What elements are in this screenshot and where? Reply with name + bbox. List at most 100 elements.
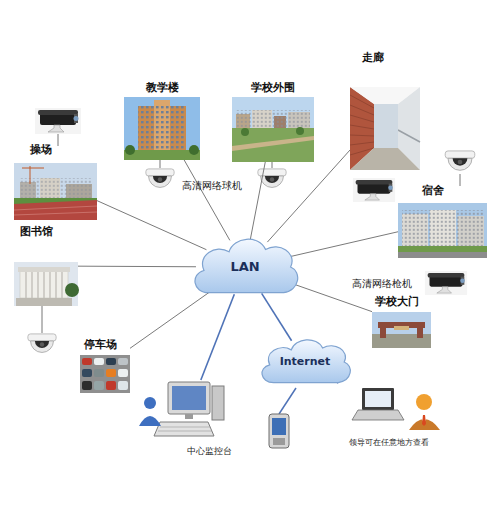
photo-teaching-building bbox=[138, 106, 186, 152]
photo-library bbox=[18, 267, 70, 272]
leader-person-icon bbox=[409, 394, 440, 430]
photo-parking-lot bbox=[82, 358, 92, 365]
camera-leader-line bbox=[58, 134, 59, 146]
photo-school-periphery bbox=[232, 128, 314, 162]
photo-teaching-building bbox=[189, 145, 199, 155]
photo-playground bbox=[14, 163, 97, 220]
photo-dormitory bbox=[398, 246, 487, 258]
photo-parking-lot bbox=[82, 369, 92, 377]
photo-library bbox=[26, 272, 62, 298]
node-label: 宿舍 bbox=[422, 185, 487, 198]
network-cloud: Internet bbox=[256, 334, 354, 390]
location-node: 图书馆 bbox=[14, 226, 78, 306]
photo-school-gate bbox=[417, 328, 423, 338]
photo-school-gate bbox=[372, 312, 431, 348]
location-node: 走廊 bbox=[350, 52, 420, 170]
network-cloud: LAN bbox=[188, 232, 302, 302]
photo-teaching-building bbox=[124, 150, 200, 160]
monitor-station: 中心监控台 bbox=[140, 380, 232, 456]
photo-playground bbox=[14, 163, 97, 220]
photo-dormitory bbox=[398, 203, 487, 258]
network-link bbox=[250, 162, 265, 239]
node-label: 停车场 bbox=[84, 339, 130, 352]
photo-playground bbox=[14, 206, 97, 215]
photo-corridor bbox=[350, 148, 420, 170]
dome-camera bbox=[146, 169, 174, 188]
photo-library bbox=[20, 270, 68, 298]
node-label: 中心监控台 bbox=[140, 446, 232, 456]
photo-dormitory bbox=[398, 203, 487, 258]
photo-teaching-building bbox=[125, 145, 135, 155]
node-label: LAN bbox=[188, 260, 302, 275]
photo-parking-lot bbox=[118, 381, 128, 390]
photo-dormitory bbox=[398, 252, 487, 258]
node-label: 学校外围 bbox=[232, 82, 314, 95]
leader-person-icon bbox=[416, 394, 432, 410]
camera-leader-line bbox=[42, 306, 43, 333]
photo-corridor bbox=[350, 87, 420, 170]
node-label: 操场 bbox=[30, 144, 97, 157]
photo-school-gate bbox=[394, 326, 409, 330]
computer-icon bbox=[168, 382, 210, 414]
location-node: 学校外围 bbox=[232, 82, 314, 162]
bullet-camera bbox=[35, 108, 81, 134]
network-link bbox=[130, 289, 214, 349]
camera-leader-line bbox=[42, 134, 460, 333]
photo-parking-lot bbox=[118, 358, 128, 365]
computer-icon bbox=[144, 397, 156, 409]
photo-corridor bbox=[350, 87, 420, 170]
photo-library bbox=[16, 298, 72, 306]
photo-corridor bbox=[350, 87, 420, 104]
node-label: 图书馆 bbox=[20, 226, 78, 239]
location-node: 学校大门 bbox=[372, 296, 431, 348]
photo-school-periphery bbox=[296, 127, 304, 135]
photo-school-periphery bbox=[232, 136, 314, 151]
phone-icon bbox=[279, 388, 296, 414]
network-link bbox=[267, 150, 350, 242]
laptop-icon bbox=[352, 410, 404, 420]
photo-teaching-building bbox=[138, 106, 186, 152]
laptop-icon bbox=[365, 391, 391, 407]
laptop-icon bbox=[352, 388, 404, 420]
bullet-camera bbox=[353, 178, 395, 202]
node-label: 领导可在任意地方查看 bbox=[333, 438, 445, 447]
photo-playground bbox=[14, 200, 97, 220]
node-label: Internet bbox=[256, 356, 354, 369]
computer-icon bbox=[172, 386, 206, 410]
photo-parking-lot bbox=[106, 358, 116, 365]
computer-icon bbox=[185, 414, 193, 419]
photo-corridor bbox=[374, 104, 398, 148]
network-link bbox=[78, 266, 196, 268]
photo-school-gate bbox=[372, 312, 431, 348]
photo-parking-lot bbox=[94, 358, 104, 365]
node-label: 走廊 bbox=[362, 52, 420, 65]
bullet-camera bbox=[35, 108, 467, 295]
phone-icon bbox=[273, 438, 285, 445]
bullet-camera bbox=[425, 271, 467, 295]
camera-leader-line bbox=[272, 162, 273, 168]
camera-leader-line bbox=[460, 174, 461, 186]
location-node: 教学楼 bbox=[124, 82, 200, 160]
photo-corridor bbox=[398, 130, 420, 142]
photo-school-gate bbox=[380, 328, 386, 338]
network-link bbox=[97, 201, 206, 250]
photo-parking-lot bbox=[106, 369, 116, 377]
laptop-icon bbox=[362, 388, 394, 410]
photo-parking-lot bbox=[80, 355, 130, 393]
leader-person-icon bbox=[422, 415, 426, 426]
dome-camera bbox=[445, 151, 475, 170]
phone-icon bbox=[269, 388, 296, 448]
photo-library bbox=[14, 262, 79, 306]
photo-parking-lot bbox=[80, 355, 130, 393]
photo-parking-lot bbox=[94, 381, 104, 390]
photo-corridor bbox=[350, 95, 374, 155]
computer-icon bbox=[139, 382, 224, 436]
device-label: 高清网络球机 bbox=[182, 180, 242, 192]
phone-icon bbox=[272, 418, 286, 435]
network-link bbox=[290, 232, 398, 257]
node-label: 教学楼 bbox=[124, 82, 200, 95]
photo-playground bbox=[22, 166, 44, 184]
network-link bbox=[184, 160, 230, 240]
